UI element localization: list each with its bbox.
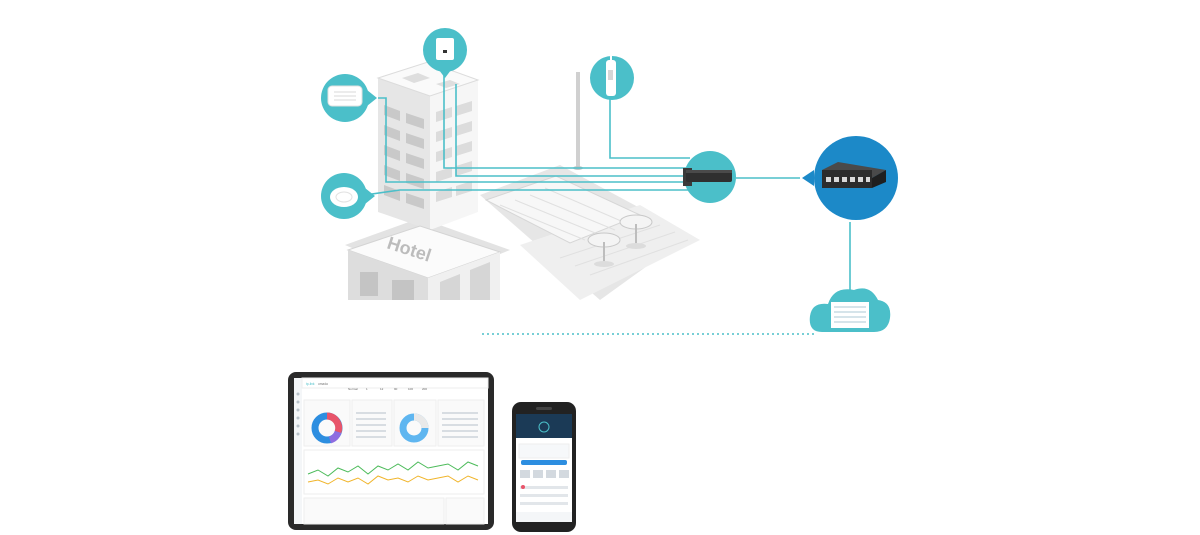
- tablet-stat-4: 100: [408, 387, 413, 391]
- switch-icon: [683, 151, 736, 203]
- tablet-stat-3: 90: [394, 387, 398, 391]
- tablet-stat-2: 12: [380, 387, 384, 391]
- pool-deck: [480, 165, 700, 300]
- tablet-brand-text: tp-link: [306, 382, 315, 386]
- cloud-controller-icon: [810, 288, 891, 332]
- tablet-product-text: omada: [318, 382, 328, 386]
- ceiling-access-point-round-icon: [321, 173, 375, 219]
- router-icon: [802, 136, 898, 220]
- ceiling-access-point-icon: [321, 74, 377, 122]
- outdoor-pole: [573, 72, 583, 170]
- tablet-stat-0: Normal: [348, 387, 358, 391]
- tablet-stat-5: 200: [422, 387, 427, 391]
- outdoor-access-point-icon: [590, 52, 634, 100]
- phone-device: [512, 402, 576, 532]
- tablet-device: [288, 372, 494, 530]
